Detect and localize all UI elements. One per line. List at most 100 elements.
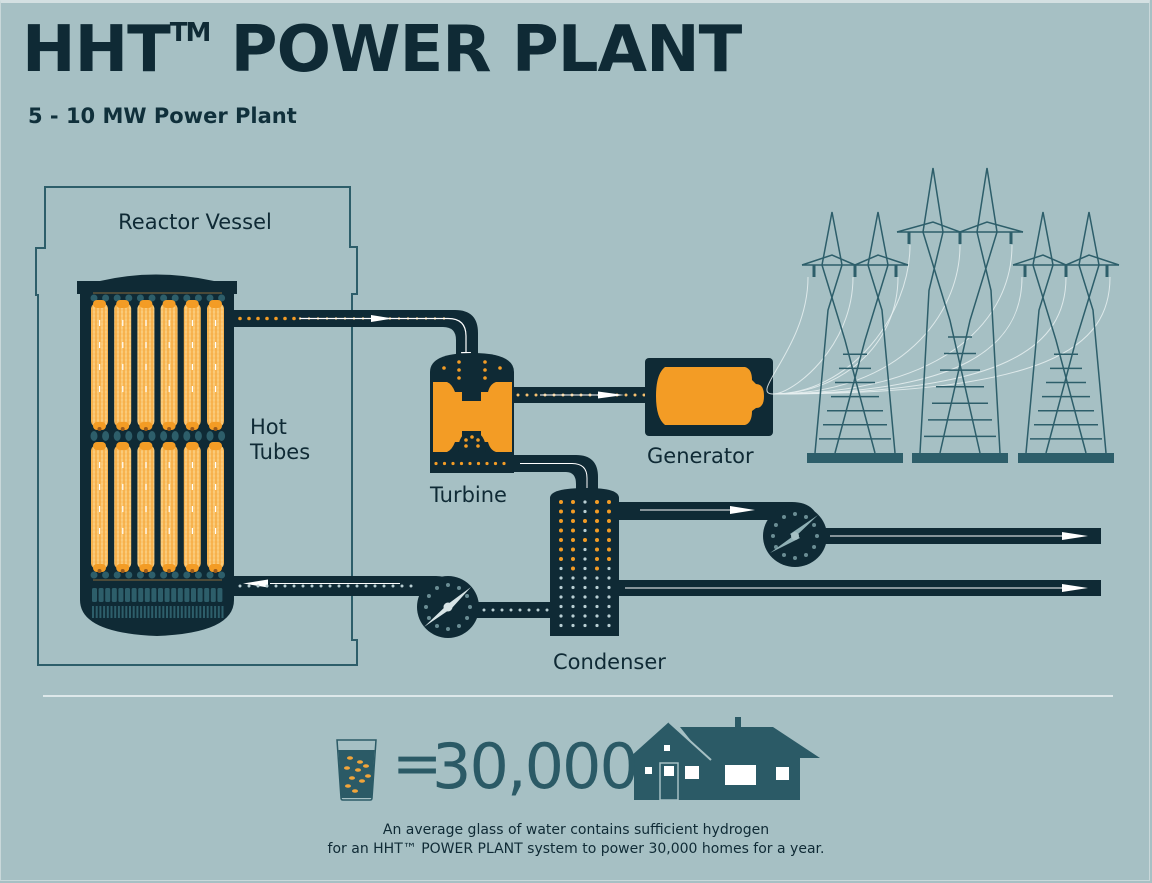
pump-dot	[468, 605, 472, 609]
condenser-dot	[607, 557, 611, 561]
grate-bar	[144, 588, 150, 602]
coolant-dot	[113, 294, 121, 302]
grate-bar	[210, 588, 216, 602]
condenser-dot	[583, 614, 587, 618]
coolant-dot	[183, 571, 191, 579]
bubble	[347, 756, 353, 760]
trademark-mark: TM	[169, 18, 212, 48]
page-title: HHTTM POWER PLANT	[22, 18, 742, 82]
condenser-dot	[607, 576, 611, 580]
steam-dot	[292, 316, 296, 321]
grate-bar	[114, 606, 117, 618]
condenser-dot	[595, 604, 599, 609]
pump-dot	[435, 624, 439, 629]
grate-bar	[164, 588, 170, 602]
subtitle: 5 - 10 MW Power Plant	[28, 104, 297, 128]
steam-dot	[483, 376, 487, 380]
condenser-dot	[595, 557, 599, 561]
pump-dot	[793, 556, 797, 560]
grate-bar	[147, 606, 150, 618]
coolant-dot	[206, 431, 214, 441]
pump-dot	[446, 627, 450, 631]
condenser-dot	[595, 576, 599, 580]
pump-dots	[424, 583, 472, 631]
coolant-dot	[125, 571, 133, 579]
caption-line-2: for an HHT™ POWER PLANT system to power …	[327, 841, 825, 857]
condenser-dot	[571, 500, 575, 504]
caption-line-1: An average glass of water contains suffi…	[382, 822, 770, 838]
condenser-dot	[559, 500, 563, 504]
bubble	[357, 760, 363, 764]
condenser-dot	[595, 595, 599, 599]
core-coolant-dots-bottom	[90, 571, 226, 579]
grate-bar	[184, 606, 187, 618]
condenser-dot	[559, 604, 563, 609]
pump-dot	[815, 534, 819, 538]
grate-bar	[131, 588, 137, 602]
water-dot	[491, 608, 495, 612]
power-line	[772, 276, 1111, 395]
water-dot	[292, 584, 296, 588]
coolant-dot	[218, 431, 226, 441]
core-coolant-dots-middle	[90, 431, 226, 441]
condenser-dot	[583, 566, 587, 571]
coolant-dot	[171, 571, 179, 579]
water-dot	[283, 584, 287, 588]
water-dot	[536, 608, 540, 612]
reactor-vessel-outline	[35, 186, 358, 666]
grate-bar	[217, 606, 220, 618]
flow-arrow-icon	[1062, 584, 1088, 592]
water-dot	[382, 584, 386, 588]
water-dot	[364, 584, 368, 588]
hot-tube	[91, 300, 108, 431]
grate-bar	[132, 606, 135, 618]
grate-bar	[197, 588, 203, 602]
pump-dot	[426, 616, 431, 620]
coolant-dot	[125, 294, 133, 302]
coolant-dot	[183, 431, 191, 441]
pump-dot	[773, 523, 778, 527]
grate-bar	[180, 606, 183, 618]
condenser-dot	[583, 585, 587, 590]
flow-arrow-icon	[730, 506, 755, 514]
water-dot	[373, 584, 377, 588]
generator-label: Generator	[647, 444, 754, 468]
bubble	[363, 764, 369, 768]
grate-bar	[210, 606, 213, 618]
return-pipe-condenser-to-pump	[475, 602, 553, 618]
water-dot	[310, 584, 314, 588]
water-dot	[355, 584, 359, 588]
pump-left	[417, 576, 479, 638]
water-dot	[391, 584, 395, 588]
condenser-dot	[607, 585, 611, 590]
grate-bar	[138, 588, 144, 602]
grate-bar	[195, 606, 198, 618]
bubble	[345, 784, 351, 788]
condenser-dot	[583, 576, 587, 580]
condenser-dot	[559, 509, 563, 514]
condenser-dot	[595, 519, 599, 523]
grate-bar	[98, 588, 104, 602]
condenser-dot	[559, 614, 563, 618]
water-dot	[328, 584, 332, 588]
condenser-dots	[559, 500, 611, 628]
condenser-dot	[595, 538, 599, 542]
flow-arrow-icon	[371, 315, 393, 322]
steam-dot	[624, 393, 628, 397]
grate-bar	[214, 606, 217, 618]
power-line	[766, 276, 809, 395]
grate-bar	[99, 606, 102, 618]
hot-tube	[91, 442, 108, 573]
hot-tube	[207, 300, 224, 431]
coolant-dot	[171, 294, 179, 302]
water-dot	[500, 608, 504, 612]
condenser-dot	[559, 623, 563, 628]
condenser-dot	[607, 614, 611, 618]
return-flow-dots	[238, 584, 549, 612]
grate-bar	[143, 606, 146, 618]
pump-dot	[446, 583, 450, 587]
water-dot	[400, 584, 404, 588]
condenser-dot	[571, 614, 575, 618]
pump-dot	[804, 553, 808, 558]
coolant-dot	[90, 571, 98, 579]
